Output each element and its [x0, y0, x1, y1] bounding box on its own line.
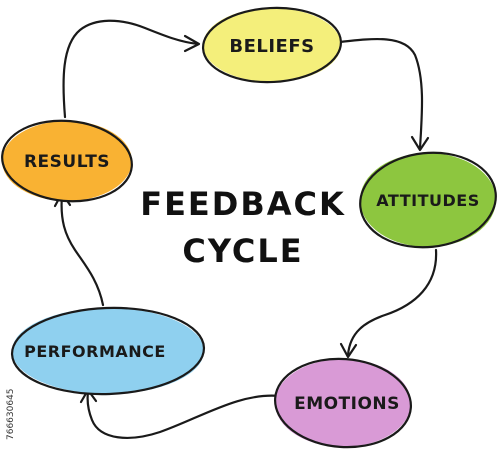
node-emotions-label: EMOTIONS [294, 394, 400, 414]
node-performance: PERFORMANCE [10, 306, 206, 396]
node-attitudes-outline [359, 151, 497, 249]
node-results-shape [2, 121, 132, 201]
node-beliefs-shape [203, 8, 341, 82]
node-performance-label: PERFORMANCE [24, 342, 166, 361]
arrow-emotions-to-performance [86, 390, 282, 439]
node-beliefs: BELIEFS [201, 6, 343, 84]
cycle-arrows [53, 19, 438, 439]
node-attitudes-label: ATTITUDES [376, 191, 479, 210]
node-performance-shape [12, 308, 204, 394]
diagram-title-line2: CYCLE [182, 232, 303, 270]
node-beliefs-label: BELIEFS [229, 36, 314, 57]
arrow-performance-to-results [60, 193, 105, 307]
arrowhead-results-to-beliefs [183, 34, 201, 53]
node-results: RESULTS [1, 119, 133, 203]
arrow-beliefs-to-attitudes [338, 37, 424, 150]
arrowhead-attitudes-to-emotions [339, 342, 358, 359]
diagram-title-line1: FEEDBACK [140, 185, 346, 223]
node-attitudes-shape [360, 153, 496, 247]
node-attitudes: ATTITUDES [359, 151, 497, 249]
node-beliefs-outline [201, 6, 343, 84]
arrowhead-beliefs-to-attitudes [410, 135, 430, 152]
node-emotions-outline [273, 357, 413, 449]
stock-id-watermark: 766630645 [6, 388, 16, 440]
node-performance-outline [10, 306, 206, 396]
node-results-outline [1, 119, 133, 203]
arrow-attitudes-to-emotions [346, 248, 438, 357]
arrow-results-to-beliefs [62, 19, 200, 119]
node-emotions: EMOTIONS [273, 357, 413, 449]
node-results-label: RESULTS [24, 152, 110, 172]
node-emotions-shape [275, 359, 411, 447]
